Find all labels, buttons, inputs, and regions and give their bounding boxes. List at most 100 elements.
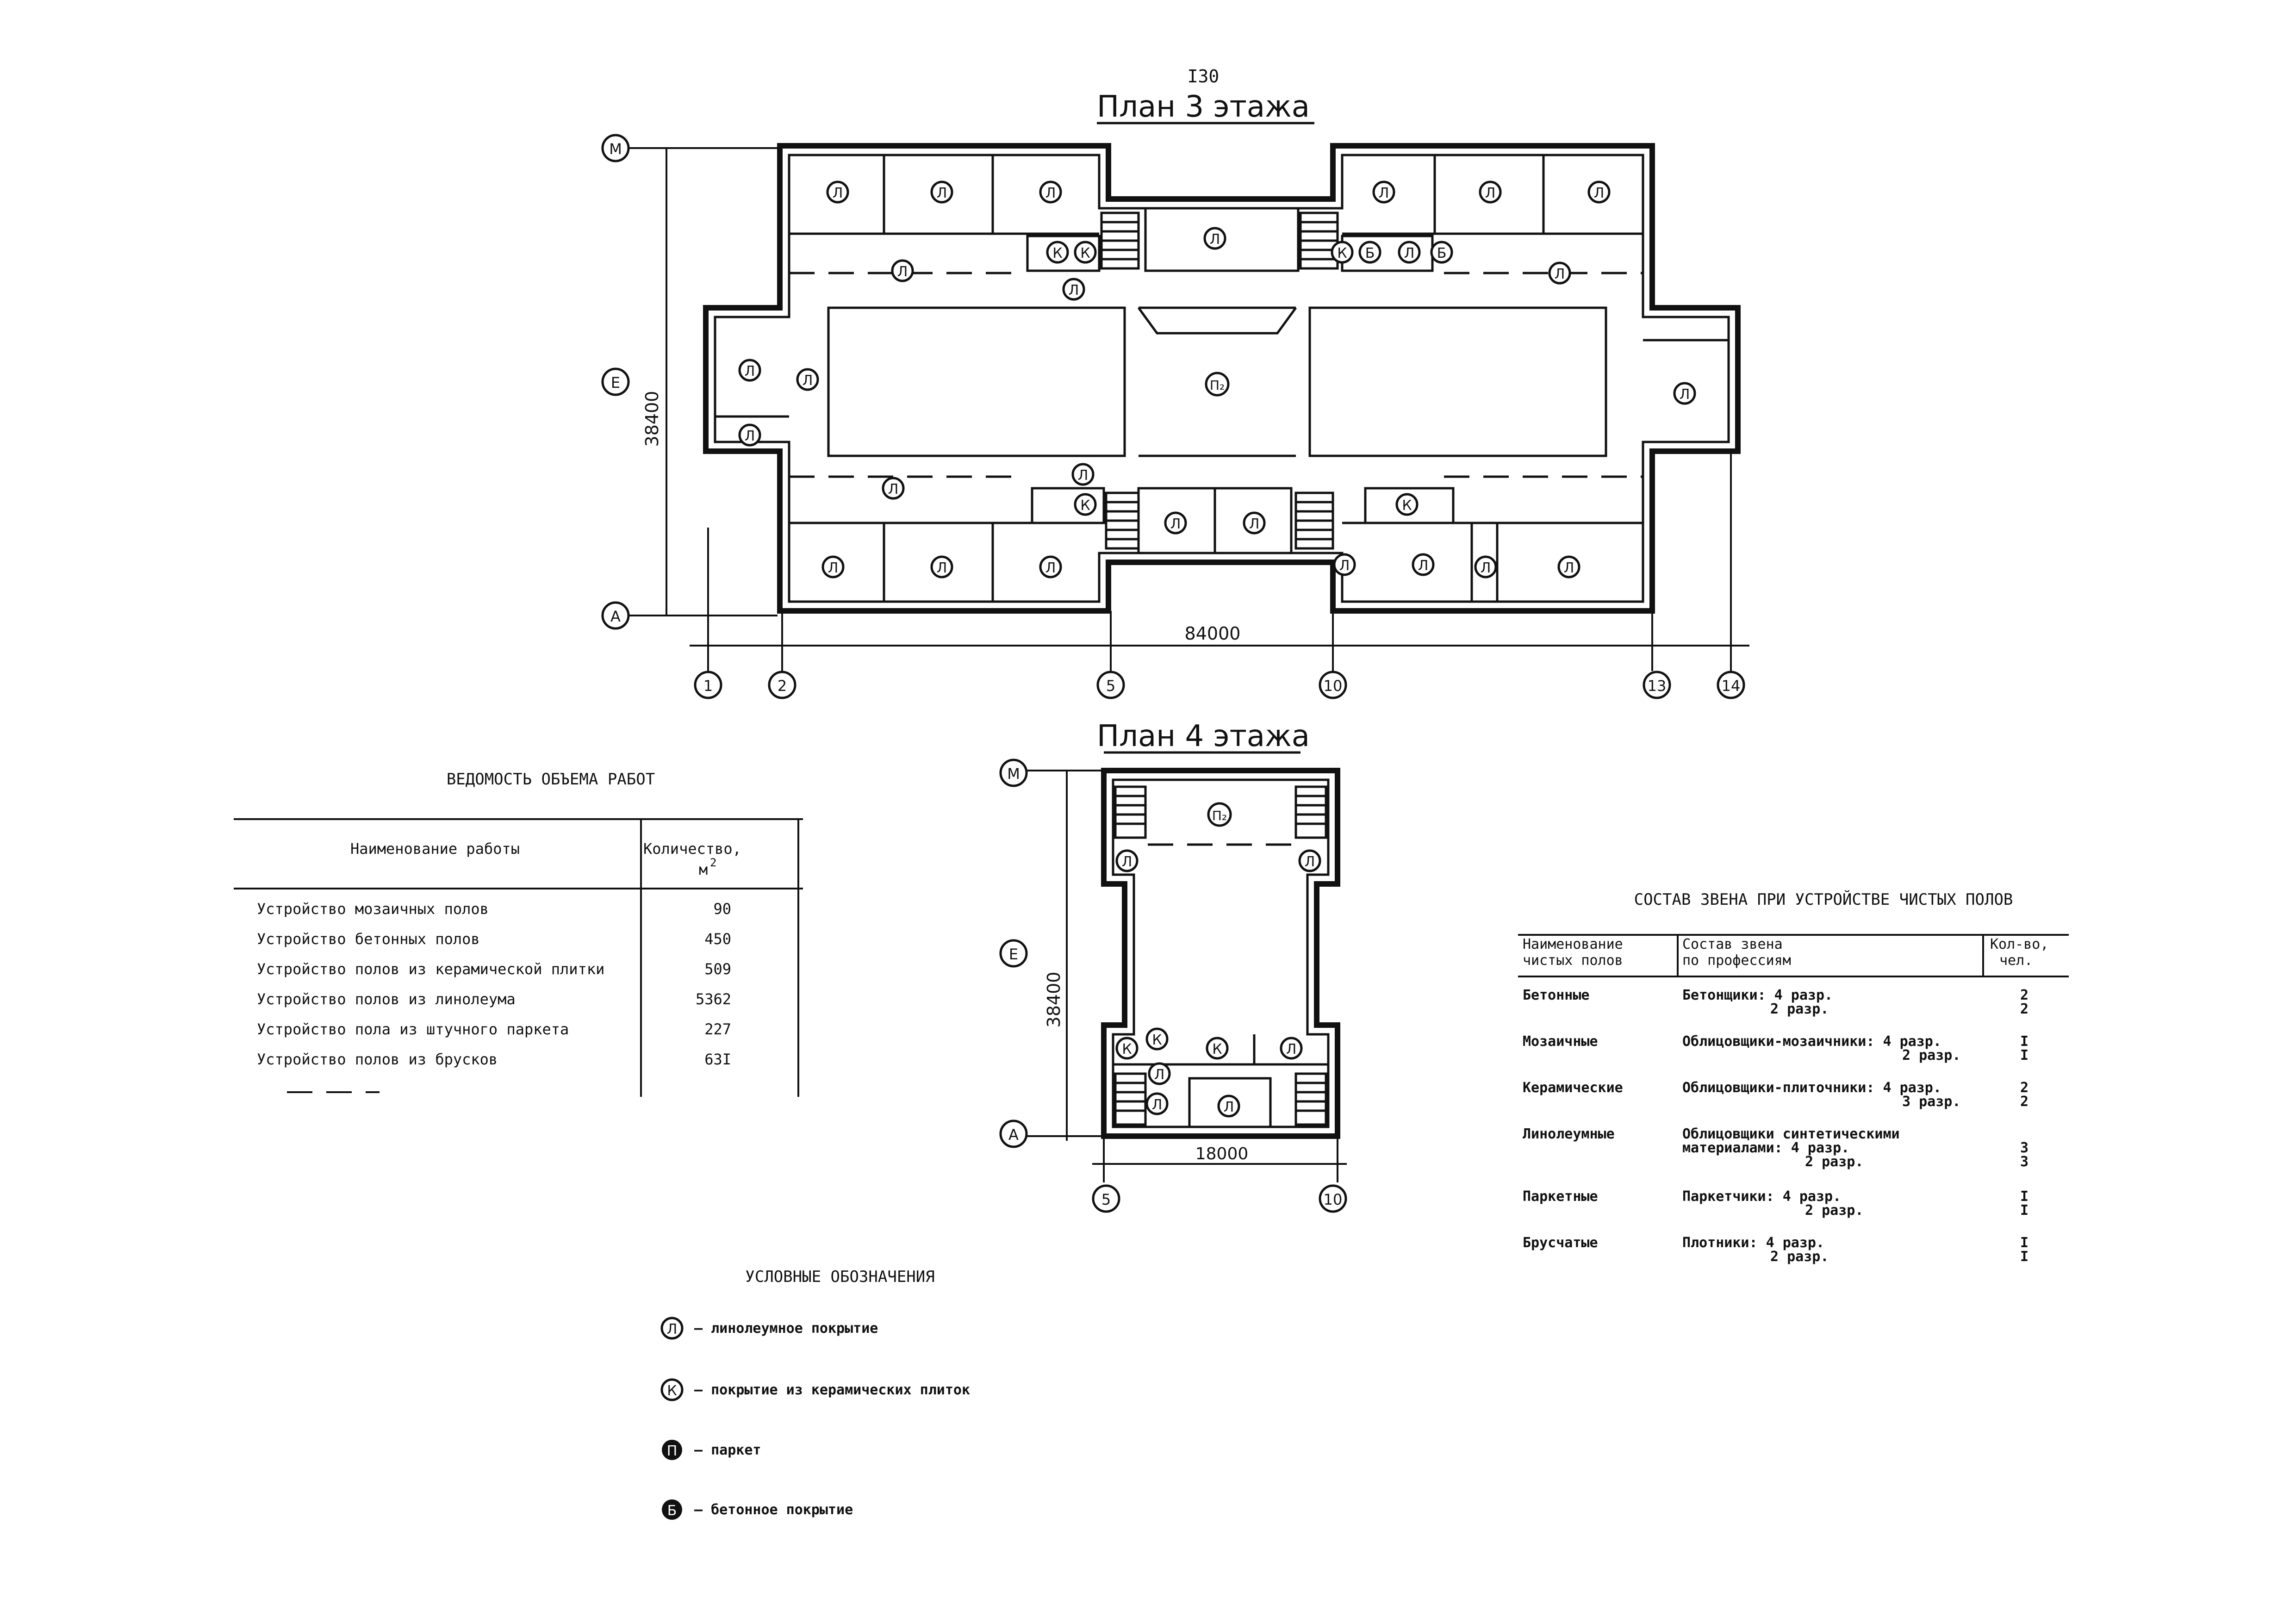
svg-text:Л: Л <box>937 560 947 576</box>
table-row: Устройство пола из штучного паркета <box>257 1020 569 1038</box>
table-row: Мозаичные <box>1523 1033 1598 1050</box>
svg-text:Л: Л <box>803 373 813 389</box>
crew-col3: Кол-во, <box>1990 936 2048 952</box>
svg-text:К: К <box>667 1383 677 1399</box>
table-row: Керамические <box>1523 1080 1623 1096</box>
svg-text:Л: Л <box>1045 185 1056 201</box>
plan-3-floor: План 3 этажа <box>601 90 1749 699</box>
volume-col-unit: м <box>699 861 708 878</box>
crew-table-title: СОСТАВ ЗВЕНА ПРИ УСТРОЙСТВЕ ЧИСТЫХ ПОЛОВ <box>1634 890 2013 909</box>
plan4-inner-wall <box>1112 778 1330 1128</box>
svg-text:К: К <box>1080 245 1090 261</box>
svg-text:Л: Л <box>828 560 839 576</box>
svg-text:Л: Л <box>667 1321 678 1337</box>
svg-text:450: 450 <box>704 930 731 948</box>
svg-text:К: К <box>1212 1041 1222 1057</box>
plan3-south-center-room-right <box>1213 487 1293 554</box>
svg-text:2 разр.: 2 разр. <box>1805 1202 1863 1219</box>
svg-text:по профессиям: по профессиям <box>1682 952 1791 969</box>
svg-text:2 разр.: 2 разр. <box>1902 1047 1960 1063</box>
svg-text:чел.: чел. <box>1999 952 2033 969</box>
volume-col-qty: Количество, <box>643 840 741 858</box>
svg-text:Б: Б <box>667 1503 677 1519</box>
svg-text:П₂: П₂ <box>1212 808 1227 823</box>
concrete-mark-icon <box>662 1499 682 1520</box>
legend-item-ceramic: К – покрытие из керамических плиток <box>660 1378 970 1401</box>
plan4-stair-nw <box>1114 785 1147 839</box>
svg-text:Л: Л <box>1170 516 1181 532</box>
svg-text:Л: Л <box>1564 560 1574 576</box>
svg-text:I: I <box>2020 1202 2028 1219</box>
svg-text:П₂: П₂ <box>1210 378 1225 393</box>
linoleum-mark-icon <box>660 1317 684 1340</box>
svg-text:13: 13 <box>1648 677 1667 695</box>
svg-text:Л: Л <box>1154 1067 1165 1083</box>
plan3-linoleum-marks: Л Л Л Л Л Л Л Л Л Л Л Л Л Л Л Л Л Л Л Л … <box>738 180 1696 578</box>
svg-text:М: М <box>609 140 622 158</box>
table-row: Линолеумные <box>1523 1126 1615 1142</box>
svg-text:Плотники: 4 разр.: Плотники: 4 разр. <box>1682 1235 1824 1251</box>
plan3-stair-se <box>1294 491 1334 550</box>
table-row: Устройство мозаичных полов <box>257 900 489 918</box>
plan3-dim-height: 38400 <box>642 391 662 447</box>
plan4-title: План 4 этажа <box>1097 719 1310 753</box>
crew-table-rows: Бетонные Бетонщики: 4 разр. 2 разр. 2 2 … <box>1523 987 2028 1265</box>
svg-text:Л: Л <box>1485 185 1496 201</box>
svg-text:Л: Л <box>897 264 908 280</box>
svg-text:материалами: 4 разр.: материалами: 4 разр. <box>1682 1140 1849 1156</box>
plan3-inner-wall <box>714 154 1730 603</box>
svg-text:Л: Л <box>1339 558 1350 574</box>
svg-text:10: 10 <box>1324 677 1343 695</box>
svg-text:Л: Л <box>1418 558 1429 574</box>
svg-text:Л: Л <box>1404 245 1415 261</box>
svg-text:Л: Л <box>1210 231 1220 248</box>
legend-title: УСЛОВНЫЕ ОБОЗНАЧЕНИЯ <box>745 1268 934 1286</box>
svg-text:Л: Л <box>1555 266 1565 282</box>
ceramic-mark-icon <box>660 1378 684 1401</box>
svg-text:2 разр.: 2 разр. <box>1770 1001 1829 1017</box>
svg-text:Л: Л <box>833 185 843 201</box>
svg-text:I: I <box>2020 1235 2028 1251</box>
plan3-stair-sw <box>1105 491 1140 550</box>
crew-col1: Наименование <box>1523 936 1623 952</box>
svg-text:Облицовщики-мозаичники: 4 разр: Облицовщики-мозаичники: 4 разр. <box>1682 1033 1941 1050</box>
svg-text:I: I <box>2020 1249 2028 1265</box>
svg-text:Л: Л <box>1078 467 1089 484</box>
plan3-wc-block-south-right <box>1364 487 1455 524</box>
table-row: Бетонные <box>1523 987 1590 1003</box>
svg-text:Л: Л <box>1305 854 1315 870</box>
svg-text:227: 227 <box>704 1020 731 1038</box>
svg-text:Е: Е <box>1009 945 1018 963</box>
legend-item-concrete: Б – бетонное покрытие <box>662 1499 853 1520</box>
volume-table-title: ВЕДОМОСТЬ ОБЪЕМА РАБОТ <box>447 770 655 789</box>
svg-text:– паркет: – паркет <box>694 1442 761 1458</box>
svg-text:2: 2 <box>778 677 787 695</box>
svg-text:Б: Б <box>1365 245 1375 261</box>
plan3-hall-right <box>1308 306 1607 457</box>
svg-text:3: 3 <box>2020 1140 2028 1156</box>
plan-4-floor: План 4 этажа П₂ Л <box>999 719 1347 1213</box>
crew-col2: Состав звена <box>1682 936 1783 952</box>
plan3-wc-block-south-left <box>1031 487 1105 524</box>
volume-col-unit-sup: 2 <box>710 856 716 869</box>
svg-text:Л: Л <box>1286 1041 1297 1057</box>
svg-text:Бетонщики: 4 разр.: Бетонщики: 4 разр. <box>1682 987 1833 1003</box>
svg-text:А: А <box>610 608 621 625</box>
svg-text:– покрытие из керамических пли: – покрытие из керамических плиток <box>694 1382 970 1398</box>
svg-text:2 разр.: 2 разр. <box>1805 1154 1863 1170</box>
plan4-dim-height: 38400 <box>1044 972 1064 1028</box>
svg-text:Л: Л <box>1152 1097 1163 1113</box>
table-row: Паркетные <box>1523 1188 1598 1205</box>
svg-text:2: 2 <box>2020 1080 2028 1096</box>
svg-text:– линолеумное покрытие: – линолеумное покрытие <box>694 1320 878 1337</box>
svg-text:63I: 63I <box>704 1051 731 1068</box>
legend: УСЛОВНЫЕ ОБОЗНАЧЕНИЯ Л – линолеумное пок… <box>660 1268 970 1520</box>
svg-text:Л: Л <box>1069 282 1079 298</box>
svg-text:Л: Л <box>1249 516 1260 532</box>
legend-item-parquet: П – паркет <box>662 1440 761 1460</box>
table-row: Устройство бетонных полов <box>257 930 480 948</box>
table-row: Брусчатые <box>1523 1235 1598 1251</box>
svg-text:5: 5 <box>1101 1191 1111 1208</box>
svg-text:Л: Л <box>1481 560 1491 576</box>
svg-text:М: М <box>1007 765 1020 783</box>
